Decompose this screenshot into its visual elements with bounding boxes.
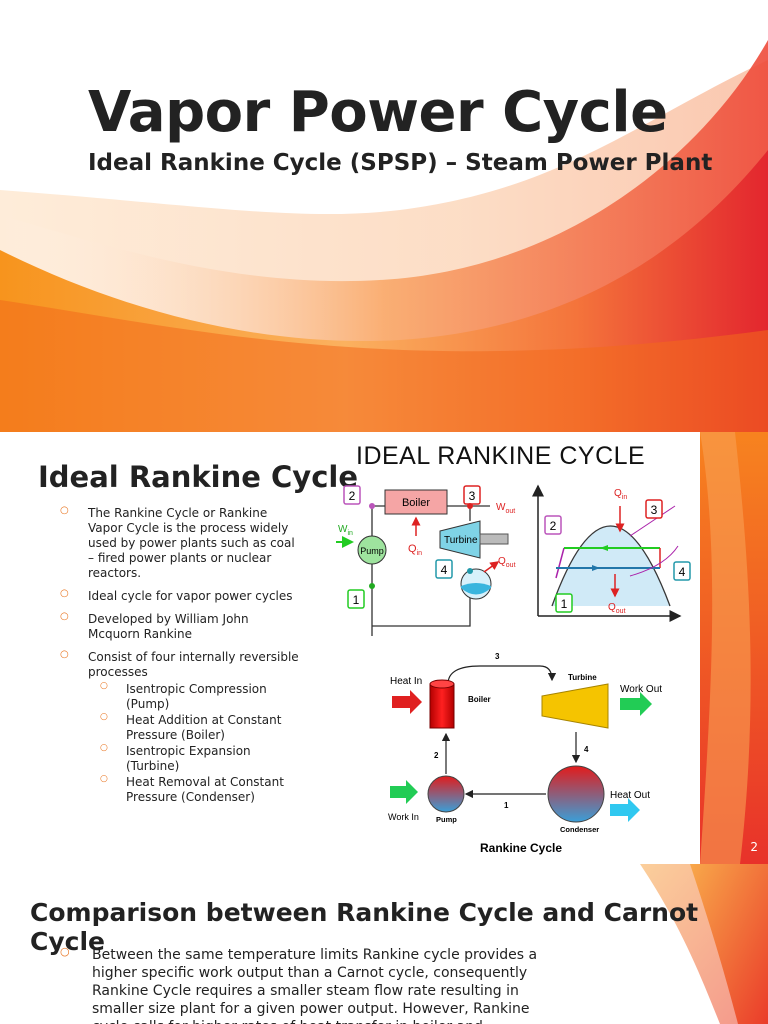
heat-out-arrow (610, 798, 640, 822)
sub-list-item: Isentropic Expansion (Turbine) (88, 741, 300, 774)
heat-out-label: Heat Out (610, 790, 650, 801)
w-out-label: Wout (496, 502, 515, 515)
boiler-shape (429, 683, 455, 729)
pump-label: Pump (360, 546, 384, 556)
slide-heading: Ideal Rankine Cycle (38, 460, 358, 494)
work-in-label: Work In (388, 812, 419, 822)
svg-text:1: 1 (561, 597, 568, 611)
bullet-icon: ○ (60, 945, 70, 958)
svg-text:2: 2 (349, 489, 356, 503)
q-out-label: Qout (498, 556, 516, 569)
heat-in-label: Heat In (390, 676, 422, 687)
boiler-label: Boiler (468, 695, 491, 704)
diagram-heading: IDEAL RANKINE CYCLE (356, 442, 646, 470)
rankine-schematic-diagram: Boiler Qin 2 3 Turbine Wout Pump Win Qou… (336, 484, 691, 636)
sub-list-item: Isentropic Compression (Pump) (88, 679, 300, 712)
svg-text:4: 4 (584, 745, 589, 754)
diagram-caption: Rankine Cycle (480, 841, 562, 855)
ts-diagram: Qin Qout 2 3 4 1 (532, 484, 691, 622)
rankine-cycle-diagram: 3 Boiler Heat In Turbine Work Out 4 Cond… (388, 652, 662, 855)
turbine-shape (439, 520, 481, 559)
paragraph-text: Between the same temperature limits Rank… (92, 947, 538, 1024)
q-in-label: Qin (408, 543, 422, 557)
corner-decoration (640, 864, 768, 1024)
ts-q-out-label: Qout (608, 602, 626, 615)
turbine-label: Turbine (444, 535, 478, 546)
slide-comparison: Comparison between Rankine Cycle and Car… (0, 864, 768, 1024)
comparison-paragraph: ○ Between the same temperature limits Ra… (60, 945, 550, 1024)
boiler-box (384, 489, 448, 515)
page-number: 2 (750, 840, 758, 854)
condenser-label: Condenser (560, 825, 599, 834)
svg-text:2: 2 (434, 751, 439, 760)
bullet-list: The Rankine Cycle or Rankine Vapor Cycle… (60, 503, 300, 813)
slide-subtitle: Ideal Rankine Cycle (SPSP) – Steam Power… (88, 150, 713, 176)
svg-text:3: 3 (469, 489, 476, 503)
list-item: Ideal cycle for vapor power cycles (60, 586, 300, 604)
right-stripe-decoration (700, 432, 768, 864)
work-in-arrow (390, 780, 418, 804)
pump-shape (357, 535, 387, 565)
w-in-label: Win (338, 524, 353, 537)
list-item: Developed by William John Mcquorn Rankin… (60, 609, 300, 642)
slide-heading: Comparison between Rankine Cycle and Car… (30, 898, 699, 956)
boiler-label: Boiler (402, 497, 430, 509)
list-item-text: Consist of four internally reversible pr… (88, 650, 299, 679)
slide-title-heading: Vapor Power Cycle (88, 80, 668, 145)
condenser-shape (547, 765, 605, 823)
state-1-marker (347, 589, 365, 609)
turbine-shape (541, 683, 609, 729)
pump-shape (427, 775, 465, 813)
svg-text:1: 1 (504, 801, 509, 810)
work-out-arrow (620, 692, 652, 716)
wave-decoration (0, 40, 768, 432)
heat-in-arrow (392, 690, 422, 714)
slide-ideal-rankine: Ideal Rankine Cycle The Rankine Cycle or… (0, 432, 768, 864)
svg-text:4: 4 (679, 565, 686, 579)
svg-text:3: 3 (495, 652, 500, 661)
state-4-marker (435, 559, 453, 579)
list-item: The Rankine Cycle or Rankine Vapor Cycle… (60, 503, 300, 581)
svg-text:1: 1 (353, 593, 360, 607)
sub-list-item: Heat Addition at Constant Pressure (Boil… (88, 710, 300, 743)
pump-label: Pump (436, 815, 457, 824)
list-item: Consist of four internally reversible pr… (60, 647, 300, 805)
sub-bullet-list: Isentropic Compression (Pump) Heat Addit… (88, 679, 300, 805)
slide-title: Vapor Power Cycle Ideal Rankine Cycle (S… (0, 0, 768, 432)
state-2-marker (343, 485, 361, 505)
ts-q-in-label: Qin (614, 488, 627, 501)
turbine-label: Turbine (568, 673, 597, 682)
svg-text:4: 4 (441, 563, 448, 577)
sub-list-item: Heat Removal at Constant Pressure (Conde… (88, 772, 300, 805)
svg-text:2: 2 (550, 519, 557, 533)
svg-text:3: 3 (651, 503, 658, 517)
work-out-label: Work Out (620, 684, 662, 695)
